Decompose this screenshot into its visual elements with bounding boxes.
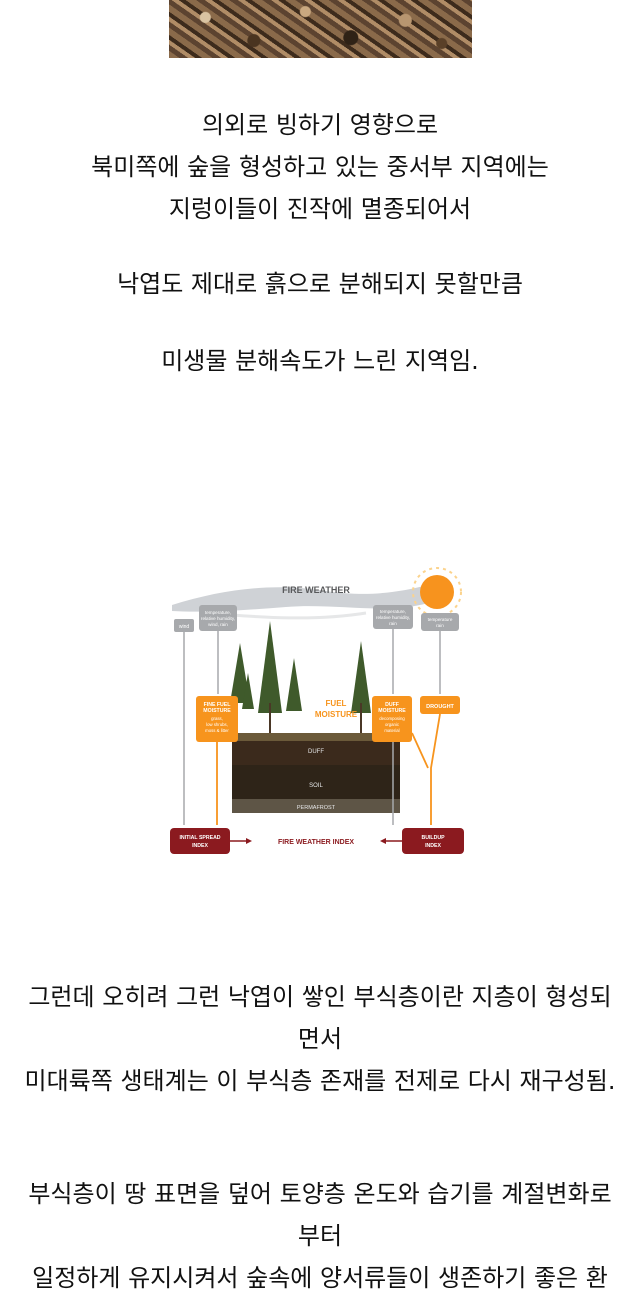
text-line: 북미쪽에 숲을 형성하고 있는 중서부 지역에는	[91, 153, 549, 181]
soil-layer-label: SOIL	[309, 783, 323, 789]
paragraph-1: 의외로 빙하기 영향으로 북미쪽에 숲을 형성하고 있는 중서부 지역에는 지렁…	[0, 104, 640, 230]
drought-box	[420, 696, 460, 714]
text-line: 미생물 분해속도가 느린 지역임.	[161, 347, 479, 375]
paragraph-5: 부식층이 땅 표면을 덮어 토양층 온도와 습기를 계절변화로 부터 일정하게 …	[0, 1173, 640, 1299]
initial-spread-line: INITIAL SPREAD	[179, 835, 220, 841]
fine-fuel-sub-line: grass,	[211, 716, 223, 721]
buildup-line: INDEX	[425, 843, 441, 849]
duff-moisture-title-line: DUFF	[385, 702, 399, 708]
mid-inputs-box	[373, 605, 413, 629]
buildup-line: BUILDUP	[421, 835, 445, 841]
leaf-litter-photo	[169, 0, 472, 58]
fuel-moisture-label-line: FUEL	[326, 699, 347, 708]
initial-spread-line: INDEX	[192, 843, 208, 849]
fire-weather-title: FIRE WEATHER	[282, 585, 350, 595]
duff-moisture-sub-line: organic	[385, 722, 400, 727]
text-line: 면서	[297, 1025, 343, 1053]
text-line: 의외로 빙하기 영향으로	[201, 111, 439, 139]
duff-layer-label: DUFF	[308, 749, 324, 755]
paragraph-4: 그런데 오히려 그런 낙엽이 쌓인 부식층이란 지층이 형성되 면서 미대륙쪽 …	[0, 976, 640, 1102]
buildup-index-box	[402, 828, 464, 854]
soil-layer	[232, 765, 400, 799]
text-line: 미대륙쪽 생태계는 이 부식층 존재를 전제로 다시 재구성됨.	[24, 1067, 616, 1095]
mid-inputs-line: relative humidity,	[376, 615, 410, 620]
text-line: 그런데 오히려 그런 낙엽이 쌓인 부식층이란 지층이 형성되	[28, 983, 612, 1011]
text-line: 낙엽도 제대로 흙으로 분해되지 못할만큼	[117, 270, 523, 298]
fuel-moisture-label-line: MOISTURE	[315, 710, 358, 719]
left-inputs-line: temperature,	[205, 610, 231, 615]
text-line: 부식층이 땅 표면을 덮어 토양층 온도와 습기를 계절변화로	[28, 1180, 612, 1208]
duff-moisture-sub-line: decomposing	[379, 716, 405, 721]
input-arrows	[183, 629, 441, 825]
right-inputs-box	[421, 613, 459, 631]
permafrost-layer-label: PERMAFROST	[297, 805, 336, 811]
text-line: 일정하게 유지시켜서 숲속에 양서류들이 생존하기 좋은 환	[32, 1264, 608, 1292]
duff-moisture-title-line: MOISTURE	[378, 708, 406, 714]
mid-inputs-line: rain	[389, 621, 397, 626]
fine-fuel-sub-line: low shrubs,	[206, 722, 228, 727]
duff-moisture-box	[372, 696, 412, 742]
text-line: 지렁이들이 진작에 멸종되어서	[168, 195, 472, 223]
paragraph-3: 미생물 분해속도가 느린 지역임.	[0, 340, 640, 382]
fire-weather-index-diagram: FIRE WEATHER wind temperature, relative …	[166, 563, 470, 859]
left-inputs-line: wind, rain	[208, 622, 228, 627]
forest-illustration	[230, 621, 371, 741]
left-inputs-box	[199, 605, 237, 631]
initial-spread-index-box	[170, 828, 230, 854]
fire-weather-index-label: FIRE WEATHER INDEX	[278, 839, 354, 846]
wind-box	[174, 619, 194, 632]
fine-fuel-sub-line: moss & litter	[205, 728, 229, 733]
wind-swoosh	[172, 585, 428, 612]
text-line: 부터	[297, 1222, 343, 1250]
wind-label: wind	[179, 624, 190, 630]
fine-fuel-title-line: FINE FUEL	[204, 702, 232, 708]
permafrost-layer	[232, 799, 400, 813]
duff-moisture-sub-line: material	[384, 728, 399, 733]
right-inputs-line: temperature	[428, 617, 453, 622]
right-inputs-line: rain	[436, 623, 444, 628]
left-inputs-line: relative humidity,	[201, 616, 235, 621]
fine-fuel-moisture-box	[196, 696, 238, 742]
fine-fuel-title-line: MOISTURE	[203, 708, 231, 714]
drought-label: DROUGHT	[426, 704, 454, 710]
moisture-arrows	[216, 713, 441, 825]
mid-inputs-line: temperature,	[380, 609, 406, 614]
duff-layer	[232, 737, 400, 765]
paragraph-2: 낙엽도 제대로 흙으로 분해되지 못할만큼	[0, 263, 640, 305]
